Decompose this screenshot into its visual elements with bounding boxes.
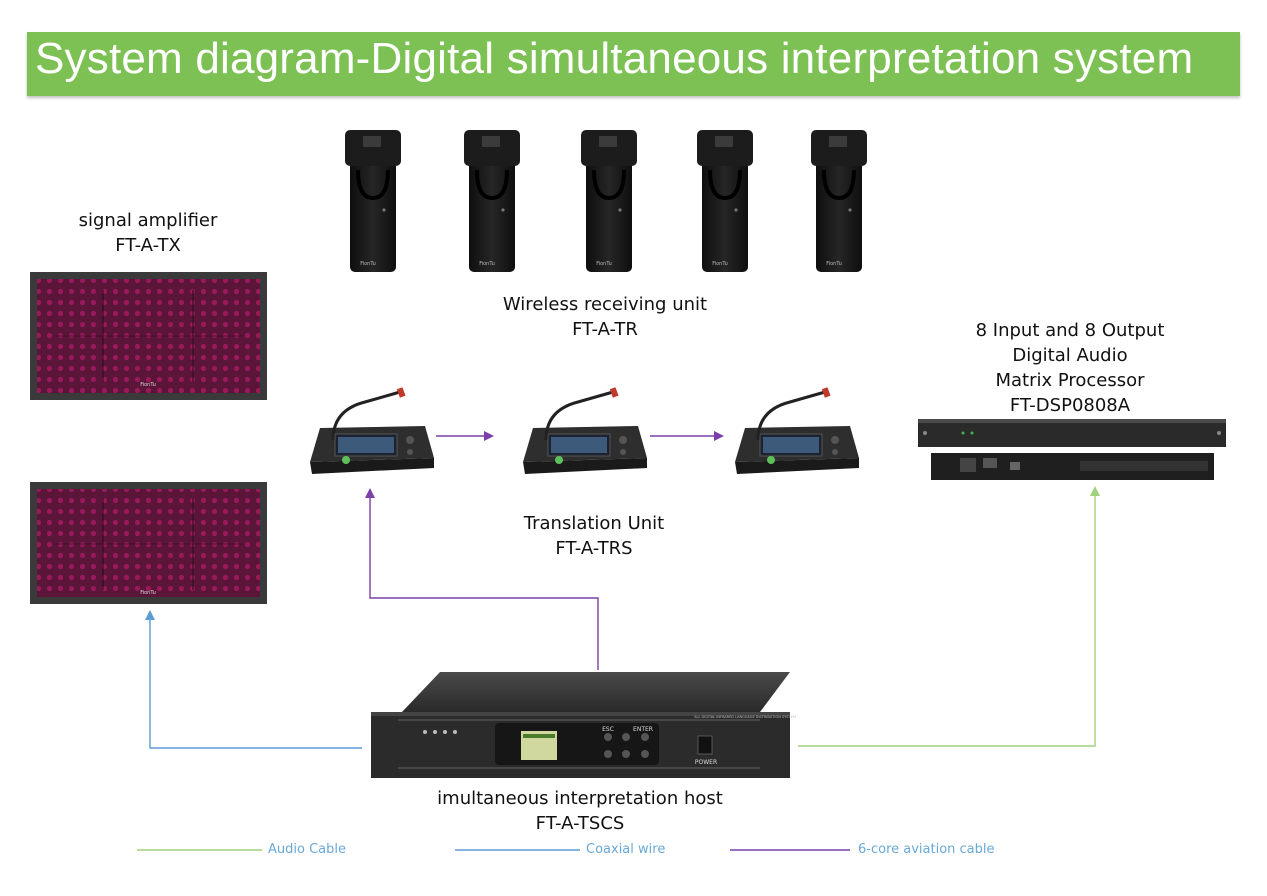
host-enter-label: ENTER <box>633 726 653 733</box>
receiver-brand-4: FionTu <box>712 261 728 267</box>
translation-unit-1 <box>310 387 434 474</box>
receiver-model: FT-A-TR <box>572 319 638 340</box>
translation-label: Translation Unit FT-A-TRS <box>494 511 694 561</box>
translation-unit-2 <box>523 387 647 474</box>
matrix-model: FT-DSP0808A <box>1009 395 1131 416</box>
receiver-5: FionTu <box>811 130 867 272</box>
receiver-4: FionTu <box>697 130 753 272</box>
matrix-label: 8 Input and 8 Output Digital Audio Matri… <box>950 318 1190 418</box>
legend-aviation-label: 6-core aviation cable <box>858 842 995 857</box>
host-label: imultaneous interpretation host FT-A-TSC… <box>410 786 750 836</box>
host-device: ESC ENTER POWER ALL DIGITAL INFRARED LAN… <box>371 672 796 778</box>
aviation-cable-host-tu1 <box>365 488 599 670</box>
receiver-brand-2: FionTu <box>479 261 495 267</box>
translation-unit-3 <box>735 387 859 474</box>
amplifier-brand-2: FionTu <box>140 590 156 596</box>
translation-model: FT-A-TRS <box>555 538 633 559</box>
host-name: imultaneous interpretation host <box>437 788 723 809</box>
matrix-processor <box>918 419 1226 480</box>
legend-audio-label: Audio Cable <box>268 842 346 857</box>
host-power-label: POWER <box>695 759 717 766</box>
amplifier-panel-2: FionTu <box>30 482 267 604</box>
receiver-3: FionTu <box>581 130 637 272</box>
legend-coax-label: Coaxial wire <box>586 842 666 857</box>
translation-name: Translation Unit <box>523 513 665 534</box>
matrix-name-line1: 8 Input and 8 Output <box>975 320 1165 341</box>
receiver-name: Wireless receiving unit <box>502 294 708 315</box>
connection-lines <box>145 431 1100 749</box>
amplifier-panel-1: FionTu <box>30 272 267 400</box>
page-title: System diagram-Digital simultaneous inte… <box>35 34 1194 83</box>
amplifier-name: signal amplifier <box>78 210 218 231</box>
receiver-brand-3: FionTu <box>596 261 612 267</box>
amplifier-model: FT-A-TX <box>115 235 181 256</box>
receiver-2: FionTu <box>464 130 520 272</box>
amplifier-label: signal amplifier FT-A-TX <box>58 208 238 258</box>
receiver-brand-1: FionTu <box>360 261 376 267</box>
matrix-name-line3: Matrix Processor <box>995 370 1145 391</box>
coax-host-amplifier <box>145 610 362 749</box>
title-banner: System diagram-Digital simultaneous inte… <box>27 32 1240 96</box>
receiver-label: Wireless receiving unit FT-A-TR <box>470 292 740 342</box>
audio-host-matrix <box>798 486 1100 747</box>
matrix-name-line2: Digital Audio <box>1012 345 1128 366</box>
receiver-brand-5: FionTu <box>826 261 842 267</box>
host-esc-label: ESC <box>602 726 614 733</box>
receiver-1: FionTu <box>345 130 401 272</box>
host-device-label: ALL DIGITAL INFRARED LANGUAGE DISTRIBUTI… <box>694 715 796 719</box>
host-model: FT-A-TSCS <box>535 813 625 834</box>
amplifier-brand-1: FionTu <box>140 382 156 388</box>
